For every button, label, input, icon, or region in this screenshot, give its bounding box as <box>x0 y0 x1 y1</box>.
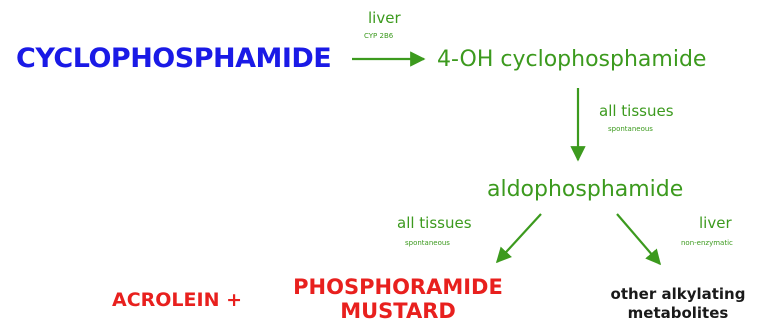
edge-sublabel-cyp: CYP 2B6 <box>364 32 394 40</box>
edge-label-all-tissues-2: all tissues <box>397 214 472 232</box>
arrow-aldo-to-other <box>616 213 662 266</box>
node-aldophosphamide: aldophosphamide <box>487 177 684 202</box>
edge-label-liver-2: liver <box>699 214 732 232</box>
arrow-aldo-to-phosphoramide <box>495 213 542 264</box>
node-acrolein: ACROLEIN + <box>112 289 243 311</box>
edge-label-liver: liver <box>368 9 401 27</box>
edge-sublabel-spontaneous-1: spontaneous <box>608 125 653 133</box>
edge-label-all-tissues-1: all tissues <box>599 102 674 120</box>
node-4-oh-cyclophosphamide: 4-OH cyclophosphamide <box>437 47 707 72</box>
node-phosphoramide-line2: MUSTARD <box>340 299 456 324</box>
node-other-line1: other alkylating <box>610 285 746 303</box>
node-phosphoramide-mustard: PHOSPHORAMIDE MUSTARD <box>283 275 513 323</box>
edge-sublabel-non-enzymatic: non-enzymatic <box>681 239 733 247</box>
node-phosphoramide-line1: PHOSPHORAMIDE <box>293 275 503 299</box>
node-other-alkylating-metabolites: other alkylating metabolites <box>604 285 752 323</box>
node-other-line2: metabolites <box>627 303 729 322</box>
node-cyclophosphamide: CYCLOPHOSPHAMIDE <box>16 43 332 74</box>
edge-sublabel-spontaneous-2: spontaneous <box>405 239 450 247</box>
